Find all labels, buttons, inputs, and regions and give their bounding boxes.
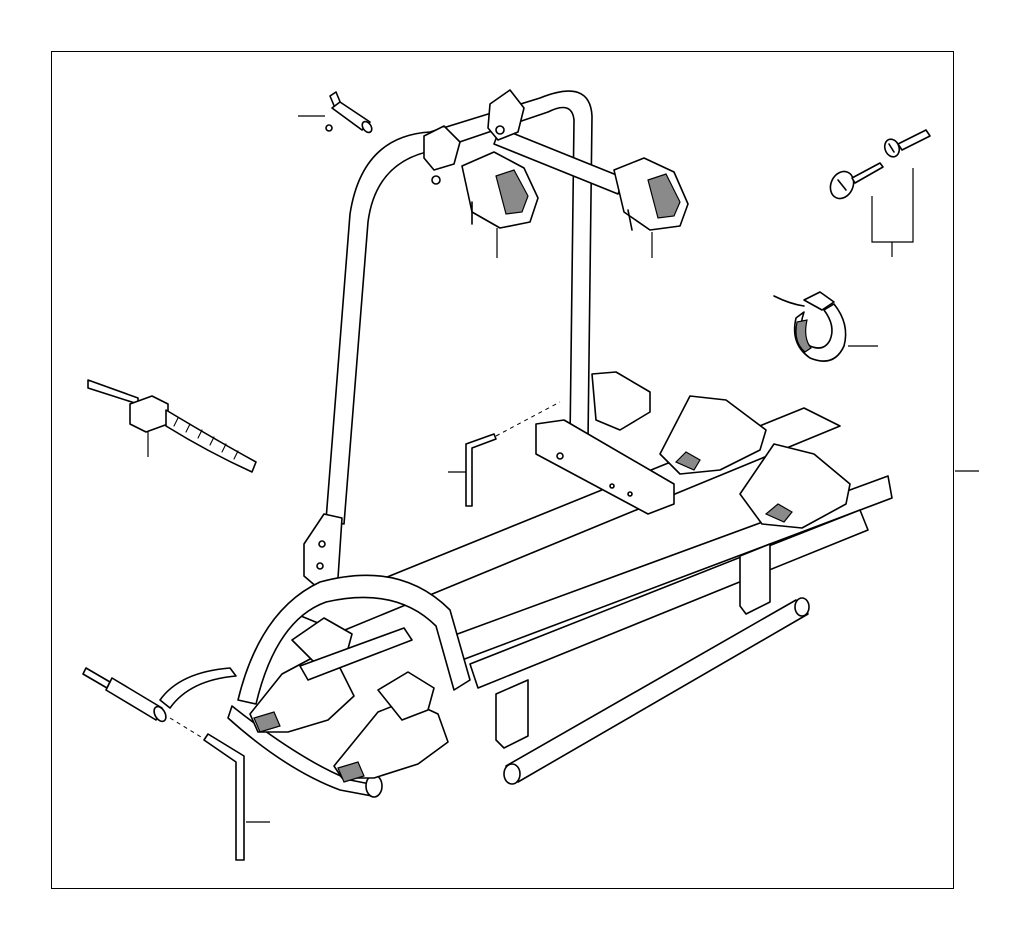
key xyxy=(829,162,884,200)
wing-bolt xyxy=(325,91,373,134)
callout-lines xyxy=(147,115,979,823)
callout-key-lock-bracket xyxy=(871,168,914,243)
lock-cylinder xyxy=(883,129,931,158)
rear-bike-carrier xyxy=(159,89,893,798)
frame-clamp-strap xyxy=(773,291,847,362)
mounting-bolt xyxy=(82,667,207,741)
diagram-frame xyxy=(51,51,954,889)
allen-key-small xyxy=(465,401,561,507)
tension-strap xyxy=(87,379,257,473)
allen-key-large xyxy=(203,733,245,861)
